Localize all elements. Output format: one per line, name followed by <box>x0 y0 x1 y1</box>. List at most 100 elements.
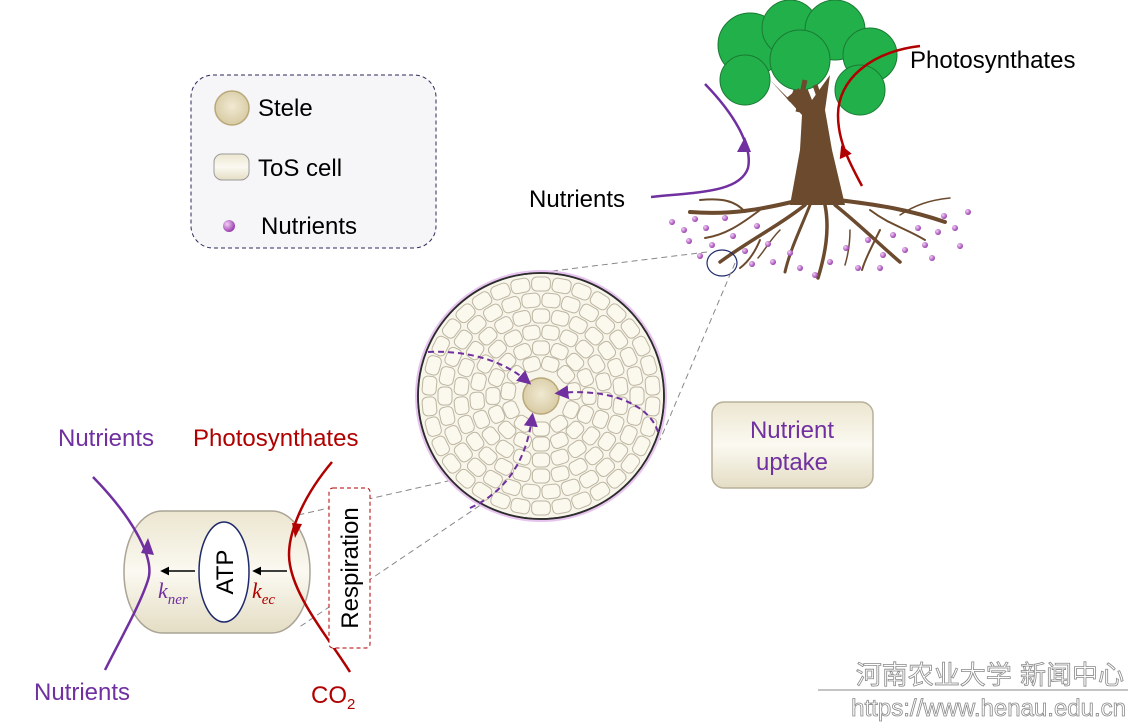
cortex-cell <box>455 468 476 489</box>
radial-nutrient-paths <box>427 350 659 509</box>
cortex-cell <box>549 431 569 450</box>
cortex-cell <box>503 329 523 348</box>
cortex-cell <box>453 396 470 416</box>
photosynthates-flow-arrow <box>836 44 921 187</box>
nutrients-flow-arrow <box>650 83 750 199</box>
cortex-cell <box>455 303 476 324</box>
k-ner-label: kner <box>158 578 188 608</box>
cortex-cell <box>584 326 604 346</box>
cortex-cell <box>612 376 629 396</box>
cortex-cell <box>478 446 498 466</box>
cortex-cell <box>620 453 641 474</box>
tree-trunk <box>770 70 845 205</box>
cortex-cell <box>532 436 550 452</box>
tree-photosynthates-label: Photosynthates <box>910 47 1075 74</box>
cortex-cell <box>612 396 629 416</box>
cortex-cell <box>521 292 541 309</box>
cortex-cell <box>495 439 515 459</box>
cell-nutrients-top-label: Nutrients <box>58 425 154 452</box>
cortex-cell <box>512 465 532 482</box>
watermark-url: https://www.henau.edu.cn <box>851 695 1126 722</box>
cortex-cell <box>424 355 442 376</box>
cell-nutrient-arrowhead <box>141 538 154 555</box>
cortex-cell <box>591 409 610 429</box>
cortex-cell <box>607 414 625 435</box>
tree-roots <box>688 197 951 280</box>
cortex-cell <box>587 354 606 374</box>
cell-photosynthates-arrowhead <box>292 523 302 538</box>
cortex-cell <box>597 340 617 361</box>
cell-nutrients-bottom-label: Nutrients <box>34 679 130 706</box>
cortex-cell <box>478 326 498 346</box>
cortex-cell <box>437 386 453 406</box>
cortex-cell <box>549 414 569 433</box>
cortex-cell <box>571 282 592 301</box>
cortex-cell <box>595 372 612 392</box>
cortex-cell <box>589 291 611 311</box>
cortex-cell <box>644 396 661 417</box>
cortex-cell <box>565 420 585 440</box>
cortex-cell <box>568 316 588 335</box>
cortex-cell <box>532 340 550 356</box>
nutrient-uptake-box: Nutrient uptake <box>711 401 874 489</box>
tree-branches <box>786 79 825 113</box>
cortex-cell <box>607 357 625 378</box>
cortex-cell <box>453 376 470 396</box>
soil-nutrient-dots <box>669 209 971 278</box>
cortex-cell <box>581 387 597 405</box>
legend-box <box>190 74 437 249</box>
legend-stele-label: Stele <box>258 95 313 122</box>
cortex-cell <box>609 442 629 463</box>
cortex-cell <box>581 426 601 446</box>
root-stele <box>522 377 560 415</box>
cortex-cell <box>510 277 531 295</box>
cortex-cell <box>472 409 491 429</box>
cortex-cell <box>471 291 493 311</box>
cortex-cell <box>578 303 600 323</box>
cortex-cell <box>532 421 550 437</box>
respiration-label: Respiration <box>337 507 364 628</box>
cortex-cell <box>551 277 572 295</box>
cortex-cell <box>619 346 638 367</box>
cortex-cell <box>632 435 651 457</box>
cortex-cell <box>550 465 570 482</box>
cortex-cell <box>438 366 456 386</box>
cortex-cell <box>470 372 487 392</box>
legend-tos-cell-label: ToS cell <box>258 155 342 182</box>
cortex-cell <box>513 431 533 450</box>
cortex-cell <box>597 431 617 452</box>
co2-label: CO2 <box>311 682 355 713</box>
cortex-cell <box>571 491 592 510</box>
watermark-chinese: 河南农业大学 新闻中心 <box>856 661 1124 691</box>
cortex-cell <box>441 318 462 339</box>
cortex-cell <box>531 452 551 468</box>
cortex-cell <box>431 335 450 357</box>
nutrient-uptake-line2: uptake <box>756 449 828 476</box>
watermark: 河南农业大学 新闻中心 https://www.henau.edu.cn <box>818 661 1128 722</box>
tree-nutrients-label: Nutrients <box>529 186 625 213</box>
cortex-cell <box>589 481 611 501</box>
cortex-cell <box>620 318 641 339</box>
cortex-cell <box>487 339 507 359</box>
cortex-cell <box>640 355 658 376</box>
cortex-cell <box>497 420 517 440</box>
cortex-cell <box>595 457 616 478</box>
cortex-cell <box>482 469 504 489</box>
cortex-cell <box>540 355 560 373</box>
cortex-cell <box>501 296 522 314</box>
root-cross-section <box>415 270 667 522</box>
cortex-cell <box>629 386 645 406</box>
cortex-cell <box>606 468 627 489</box>
cortex-cell <box>485 387 501 405</box>
legend: Stele ToS cell Nutrients <box>190 74 437 249</box>
nutrients-arrowhead <box>737 137 751 152</box>
cortex-cell <box>568 457 588 476</box>
cortex-cell <box>510 497 531 515</box>
cortex-cell <box>490 491 511 510</box>
cortex-cell <box>550 310 570 327</box>
cortex-cell <box>490 282 511 301</box>
cortex-cell <box>482 303 504 323</box>
cortex-cell <box>619 425 638 446</box>
cortex-cell <box>453 329 473 350</box>
cortex-cell <box>609 329 629 350</box>
